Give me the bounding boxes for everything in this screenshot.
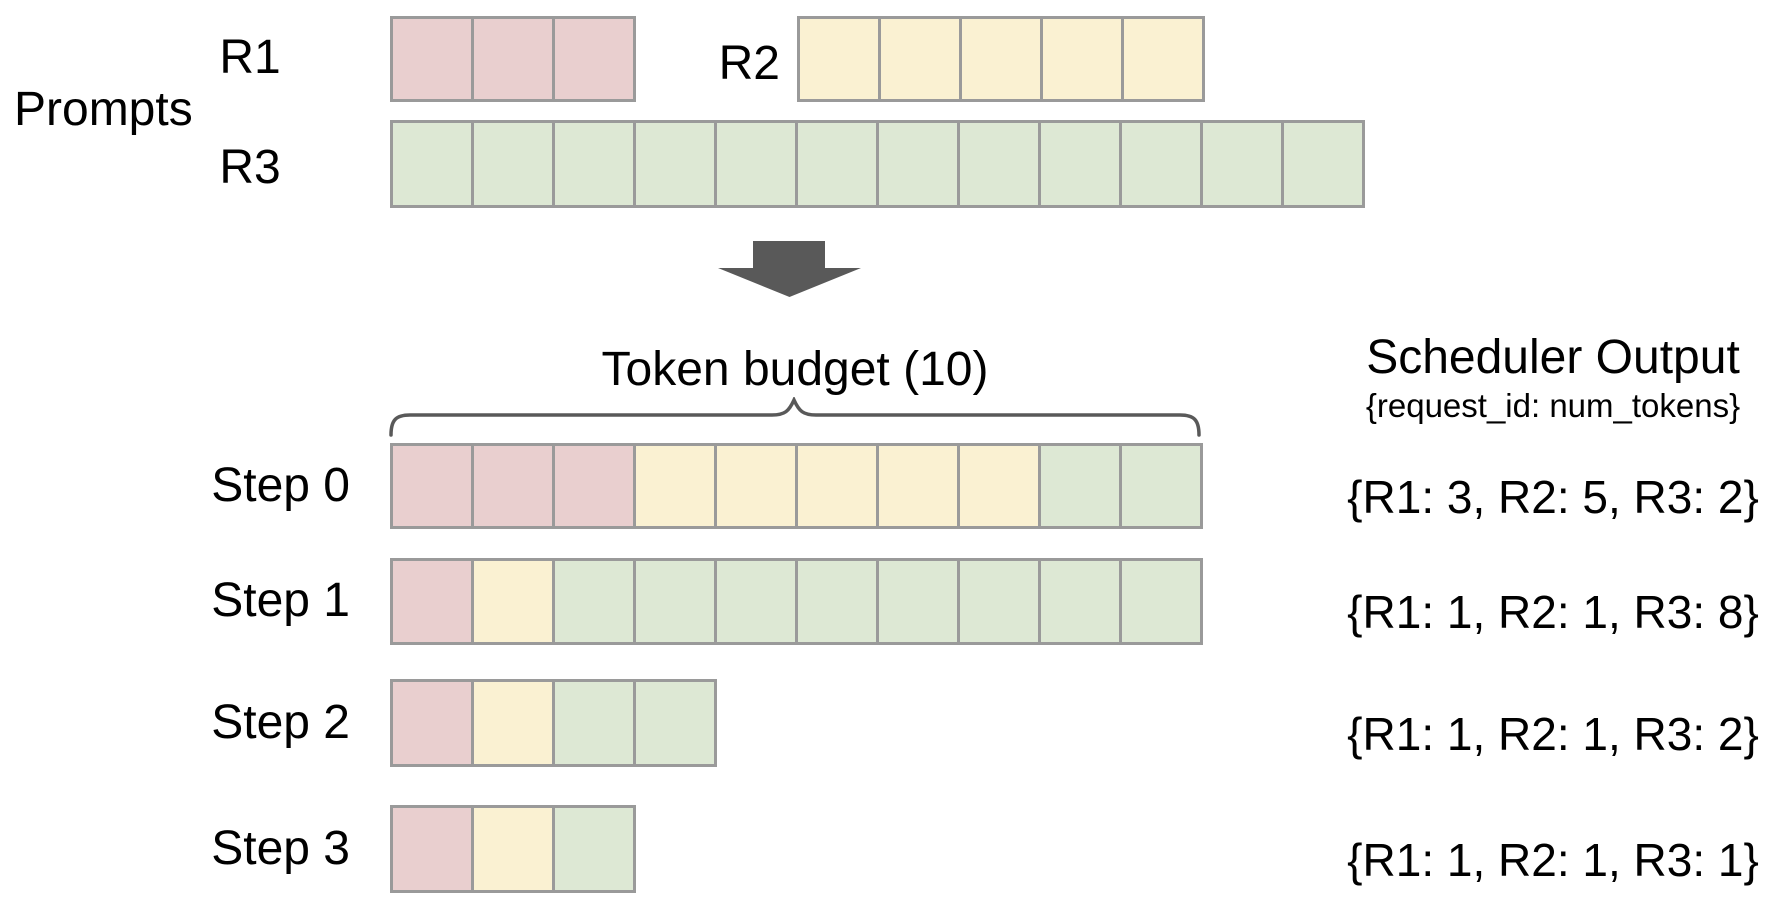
token-cell-r3: [1122, 443, 1203, 529]
token-cell-r3: [1041, 120, 1122, 208]
token-cell-r3: [717, 120, 798, 208]
scheduler-output-title: Scheduler Output: [1366, 331, 1740, 384]
token-cell-r3: [798, 120, 879, 208]
token-cell-r2: [1043, 16, 1124, 102]
token-cell-r1: [390, 805, 474, 893]
token-cell-r2: [717, 443, 798, 529]
token-cell-r3: [1041, 558, 1122, 645]
request-label-r2: R2: [718, 37, 780, 90]
token-cell-r3: [474, 120, 555, 208]
token-cell-r1: [555, 443, 636, 529]
token-cell-r3: [636, 120, 717, 208]
prompt-row-r2: [797, 16, 1205, 102]
prompt-row-r3: [390, 120, 1365, 208]
scheduler-output-subtitle: {request_id: num_tokens}: [1365, 387, 1741, 424]
token-cell-r2: [1124, 16, 1205, 102]
token-cell-r3: [879, 120, 960, 208]
token-cell-r3: [1041, 443, 1122, 529]
scheduler-output-line-0: {R1: 3, R2: 5, R3: 2}: [1347, 471, 1759, 523]
token-cell-r3: [555, 120, 636, 208]
token-cell-r3: [879, 558, 960, 645]
step-row-2: [390, 679, 717, 767]
token-budget-brace: [389, 397, 1201, 437]
token-cell-r3: [636, 558, 717, 645]
prompts-section-label: Prompts: [14, 83, 193, 136]
token-cell-r3: [798, 558, 879, 645]
token-cell-r2: [797, 16, 881, 102]
step-row-3: [390, 805, 636, 893]
token-cell-r1: [474, 16, 555, 102]
token-cell-r3: [1203, 120, 1284, 208]
request-label-r3: R3: [219, 141, 281, 194]
token-cell-r3: [717, 558, 798, 645]
step-label-0: Step 0: [211, 459, 350, 512]
token-cell-r2: [474, 679, 555, 767]
step-row-1: [390, 558, 1203, 645]
token-cell-r2: [960, 443, 1041, 529]
token-budget-label: Token budget (10): [601, 343, 989, 396]
token-cell-r1: [474, 443, 555, 529]
token-cell-r3: [390, 120, 474, 208]
step-label-3: Step 3: [211, 822, 350, 875]
request-label-r1: R1: [219, 31, 281, 84]
token-cell-r2: [798, 443, 879, 529]
token-cell-r3: [960, 120, 1041, 208]
token-cell-r3: [960, 558, 1041, 645]
token-cell-r3: [555, 805, 636, 893]
step-row-0: [390, 443, 1203, 529]
token-cell-r2: [962, 16, 1043, 102]
token-cell-r3: [1122, 120, 1203, 208]
scheduler-output-line-2: {R1: 1, R2: 1, R3: 2}: [1347, 708, 1759, 760]
token-cell-r2: [474, 805, 555, 893]
arrow-down-icon: [718, 241, 861, 297]
token-cell-r1: [390, 16, 474, 102]
token-cell-r1: [390, 443, 474, 529]
prompt-row-r1: [390, 16, 636, 102]
token-cell-r2: [879, 443, 960, 529]
token-cell-r3: [1122, 558, 1203, 645]
token-cell-r2: [474, 558, 555, 645]
token-cell-r3: [555, 558, 636, 645]
token-cell-r3: [555, 679, 636, 767]
step-label-2: Step 2: [211, 696, 350, 749]
step-label-1: Step 1: [211, 574, 350, 627]
token-cell-r3: [1284, 120, 1365, 208]
token-cell-r1: [390, 679, 474, 767]
token-cell-r2: [636, 443, 717, 529]
token-cell-r1: [555, 16, 636, 102]
token-cell-r2: [881, 16, 962, 102]
scheduler-output-line-1: {R1: 1, R2: 1, R3: 8}: [1347, 586, 1759, 638]
token-cell-r1: [390, 558, 474, 645]
scheduler-output-line-3: {R1: 1, R2: 1, R3: 1}: [1347, 834, 1759, 886]
token-cell-r3: [636, 679, 717, 767]
